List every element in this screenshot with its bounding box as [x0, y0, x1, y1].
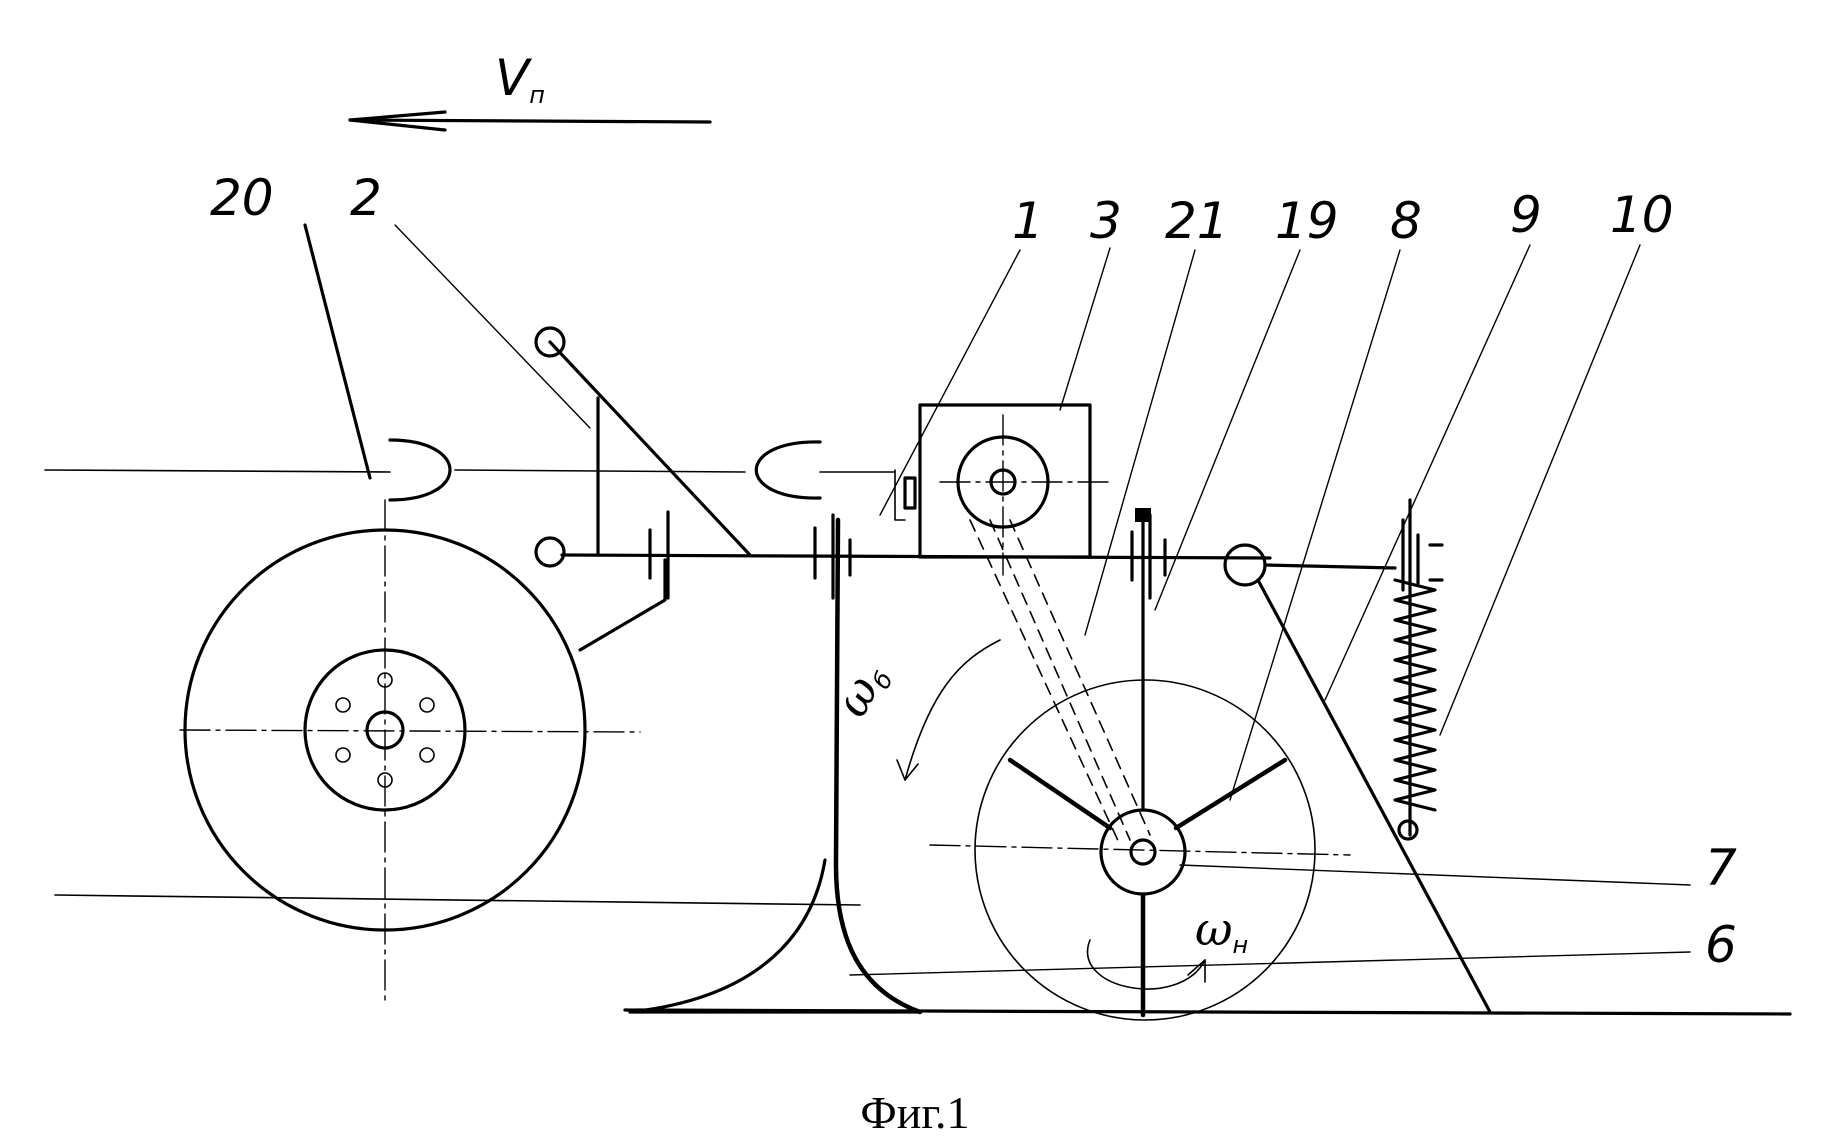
plough-share: ωб: [630, 520, 1000, 1012]
leader-7: [1180, 865, 1690, 885]
rear-link-arm: [1265, 565, 1395, 568]
leader-10: [1440, 245, 1640, 735]
callout-20: 20: [210, 169, 274, 227]
callout-7: 7: [1705, 839, 1737, 897]
leader-1: [880, 250, 1020, 515]
leader-2: [395, 225, 590, 428]
callout-19: 19: [1275, 192, 1339, 250]
rotation-arrow-n: [1088, 940, 1205, 989]
front-hitch-loop: [390, 440, 450, 500]
velocity-label: Vп: [495, 49, 545, 109]
disc-spoke-left: [1010, 760, 1110, 828]
coupling: [905, 478, 915, 508]
share-rear-edge: [836, 520, 920, 1012]
share-blade: [630, 860, 825, 1012]
wheel-bolt: [420, 698, 434, 712]
callout-8: 8: [1390, 192, 1422, 250]
lower-pivot: [536, 538, 564, 566]
callout-6: 6: [1705, 916, 1737, 974]
diagonal-strut: [550, 342, 750, 555]
callout-3: 3: [1090, 192, 1122, 250]
drawbar-middle: [455, 470, 745, 472]
leader-8: [1230, 250, 1400, 800]
callout-2: 2: [350, 169, 382, 227]
rotary-disc: ωн: [930, 520, 1350, 1020]
leader-21: [1085, 250, 1195, 635]
gearbox-housing: [920, 405, 1090, 557]
figure-caption: Фиг.1: [860, 1087, 969, 1138]
wheel-centerline-h: [180, 730, 640, 732]
velocity-indicator: Vп: [350, 49, 710, 130]
callout-21: 21: [1165, 192, 1229, 250]
ground-line-left: [55, 895, 860, 905]
callout-labels: 20 2 1 3 21 19 8 9 10 7 6: [210, 169, 1737, 974]
spring-anchor: [1399, 821, 1417, 839]
rear-linkage: [1225, 500, 1490, 1012]
disc-centerline: [930, 845, 1350, 855]
disc-hub: [1101, 810, 1185, 894]
velocity-arrow-shaft: [350, 120, 710, 122]
callout-1: 1: [1012, 192, 1044, 250]
callout-10: 10: [1610, 186, 1674, 244]
gearbox: [895, 405, 1150, 845]
ground-lines: [55, 895, 1790, 1014]
disc-axle: [1131, 840, 1155, 864]
belt-line-2: [1010, 520, 1150, 835]
compression-spring: [1395, 580, 1435, 810]
wheel-bolt: [420, 748, 434, 762]
rotation-arrow-b: [905, 640, 1000, 780]
leader-6: [850, 952, 1690, 975]
callout-9: 9: [1510, 186, 1542, 244]
drawbar: [45, 470, 390, 472]
leader-lines: [305, 225, 1690, 975]
wheel-bolt: [336, 698, 350, 712]
wheel-bolt: [336, 748, 350, 762]
belt-line-3: [970, 520, 1120, 845]
hitch-assembly: [45, 440, 895, 500]
front-wheel: [180, 500, 665, 1000]
leader-3: [1060, 248, 1110, 410]
wheel-arm: [580, 560, 665, 650]
omega-n-label: ωн: [1195, 902, 1248, 959]
rear-hitch-loop: [756, 442, 820, 498]
main-frame: [536, 328, 1270, 598]
leader-20: [305, 225, 370, 478]
rear-strut: [1258, 580, 1490, 1012]
disc-spoke-right: [1176, 760, 1285, 828]
